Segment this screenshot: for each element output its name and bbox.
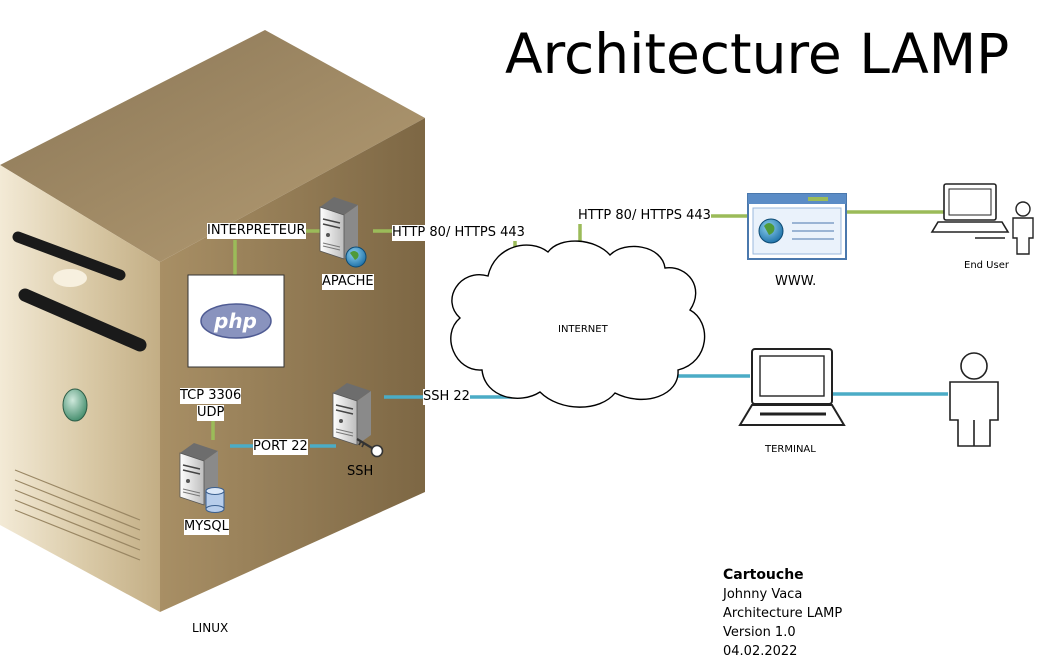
small-person-icon	[1012, 201, 1034, 255]
link-label-port22: PORT 22	[253, 439, 308, 455]
node-label-ssh: SSH	[347, 464, 374, 479]
drive-button	[53, 269, 87, 287]
node-label-mysql: MYSQL	[184, 519, 229, 535]
node-label-apache: APACHE	[322, 274, 374, 290]
node-label-terminal: TERMINAL	[765, 444, 816, 455]
ssh-server-icon	[332, 382, 384, 458]
vent-lines	[14, 469, 141, 561]
link-label-tcp: TCP 3306	[180, 388, 242, 404]
www-browser-icon	[747, 193, 847, 260]
node-label-internet: INTERNET	[558, 324, 608, 335]
cartouche-block: Cartouche Johnny Vaca Architecture LAMP …	[723, 566, 842, 661]
php-box	[187, 274, 285, 368]
key-icon	[356, 438, 384, 458]
php-logo	[200, 303, 272, 339]
cartouche-heading: Cartouche	[723, 567, 804, 583]
link-label-http-internet: HTTP 80/ HTTPS 443	[578, 208, 711, 224]
person-icon	[949, 352, 999, 447]
php-logo-text: php	[214, 309, 257, 333]
tower-top	[0, 30, 425, 262]
link-label-udp: UDP	[197, 405, 225, 421]
link-label-interpreteur: INTERPRETEUR	[207, 223, 306, 239]
terminal-laptop-icon	[738, 348, 846, 426]
drive-bay-1	[12, 231, 126, 281]
cartouche-author: Johnny Vaca	[723, 587, 803, 602]
connections	[211, 210, 948, 448]
internet-cloud	[450, 240, 706, 408]
linux-server-tower	[0, 30, 425, 612]
node-label-end-user: End User	[964, 260, 1009, 271]
small-laptop-icon	[930, 183, 1010, 239]
database-icon	[205, 487, 225, 513]
drive-bay-2	[18, 288, 147, 352]
node-label-linux: LINUX	[192, 621, 229, 635]
mysql-server-icon	[179, 442, 225, 513]
node-label-www: WWW.	[775, 274, 817, 290]
link-label-http-apache: HTTP 80/ HTTPS 443	[392, 225, 525, 241]
power-led	[62, 388, 88, 422]
cartouche-date: 04.02.2022	[723, 644, 798, 659]
link-label-ssh22: SSH 22	[423, 389, 470, 405]
tower-side	[160, 118, 425, 612]
cartouche-project: Architecture LAMP	[723, 606, 843, 621]
page-title: Architecture LAMP	[505, 22, 1010, 86]
cartouche-version: Version 1.0	[723, 625, 796, 640]
apache-server-icon	[319, 196, 367, 268]
end-user-icon	[930, 183, 1034, 255]
